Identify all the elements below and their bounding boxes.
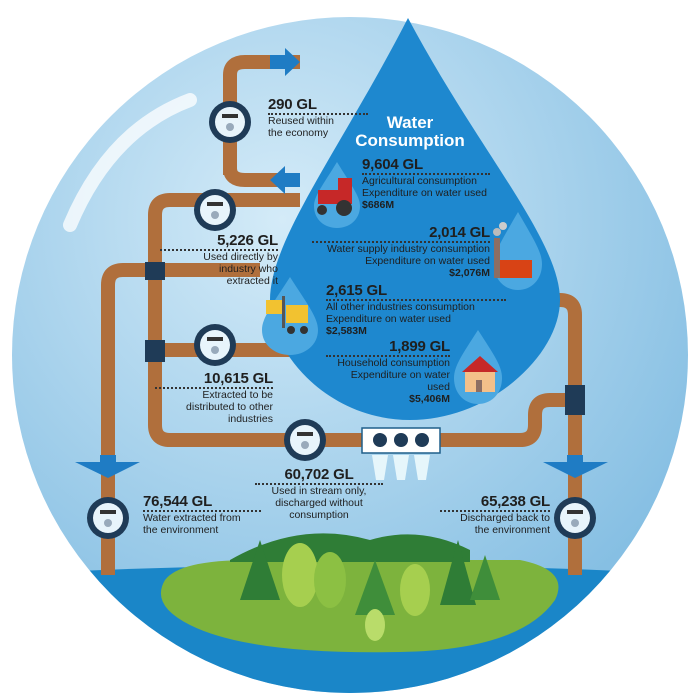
- direct-use-desc: Used directly by: [203, 251, 278, 263]
- reuse-desc: the economy: [268, 127, 329, 139]
- tree-icon: [240, 540, 280, 600]
- tree-icon: [314, 552, 346, 608]
- shine-highlight: [63, 93, 197, 232]
- water-meter-icon: [209, 101, 251, 143]
- pipe-direct-use: [148, 193, 300, 300]
- forklift-icon: [266, 296, 308, 334]
- pipe-extraction: [101, 263, 260, 575]
- agricultural-expenditure: $686M: [362, 199, 395, 211]
- distributed-desc: industries: [228, 413, 273, 425]
- water-meter-icon: [284, 419, 326, 461]
- instream-value: 60,702 GL: [255, 466, 383, 485]
- discharged-value: 65,238 GL: [440, 493, 550, 512]
- title-line-2: Consumption: [355, 131, 465, 150]
- extraction-arrow-icon: [75, 462, 140, 478]
- discharged-desc: Discharged back to: [460, 512, 550, 524]
- other-industries-desc: All other industries consumption: [326, 301, 475, 313]
- agricultural-consumption-label: 9,604 GL Agricultural consumption Expend…: [362, 156, 490, 211]
- distributed-desc: distributed to other: [186, 401, 273, 413]
- water-supply-desc: Water supply industry consumption: [326, 243, 490, 255]
- pipe-instream: [148, 260, 565, 447]
- water-meter-icon: [194, 189, 236, 231]
- pipe-joint: [145, 262, 165, 280]
- water-meter-icon: [554, 497, 596, 539]
- discharged-label: 65,238 GL Discharged back to the environ…: [440, 493, 550, 536]
- discharged-desc: the environment: [474, 524, 550, 536]
- reuse-desc: Reused within: [268, 115, 334, 127]
- reuse-in-arrow-icon: [270, 166, 300, 194]
- other-industries-desc: Expenditure on water used: [326, 313, 451, 325]
- drop-title: Water Consumption: [335, 114, 485, 150]
- tree-icon: [400, 564, 430, 616]
- house-icon: [462, 356, 498, 392]
- instream-desc: discharged without: [275, 497, 363, 509]
- reuse-value: 290 GL: [268, 96, 368, 115]
- agricultural-desc: Agricultural consumption: [362, 175, 477, 187]
- instream-desc: consumption: [289, 509, 349, 521]
- instream-label: 60,702 GL Used in stream only, discharge…: [255, 466, 383, 521]
- distributed-label: 10,615 GL Extracted to be distributed to…: [155, 370, 273, 425]
- direct-use-desc: extracted it: [226, 275, 278, 287]
- reuse-label: 290 GL Reused within the economy: [268, 96, 368, 139]
- extracted-value: 76,544 GL: [143, 493, 261, 512]
- tree-icon: [282, 543, 318, 607]
- agricultural-value: 9,604 GL: [362, 156, 490, 175]
- dam-icon: [361, 427, 441, 480]
- extraction-arrow-stem: [100, 455, 116, 463]
- water-supply-value: 2,014 GL: [312, 224, 490, 243]
- other-industries-consumption-label: 2,615 GL All other industries consumptio…: [326, 282, 506, 337]
- factory-icon: [493, 222, 532, 278]
- water-supply-consumption-label: 2,014 GL Water supply industry consumpti…: [312, 224, 490, 279]
- distributed-value: 10,615 GL: [155, 370, 273, 389]
- reuse-out-arrow-icon: [270, 48, 300, 76]
- tree-icon: [365, 609, 385, 641]
- instream-desc: Used in stream only,: [271, 485, 367, 497]
- water-meter-icon: [87, 497, 129, 539]
- tractor-icon: [317, 178, 352, 216]
- tree-icon: [440, 540, 476, 605]
- pipe-discharge: [500, 293, 582, 575]
- water-supply-expenditure: $2,076M: [449, 267, 490, 279]
- direct-use-value: 5,226 GL: [160, 232, 278, 251]
- extracted-label: 76,544 GL Water extracted from the envir…: [143, 493, 261, 536]
- agricultural-desc: Expenditure on water used: [362, 187, 487, 199]
- pipe-reuse-bottom: [223, 125, 300, 187]
- title-line-1: Water: [386, 113, 434, 132]
- household-expenditure: $5,406M: [409, 393, 450, 405]
- direct-use-desc: industry who: [219, 263, 278, 275]
- pipe-joint: [565, 385, 585, 415]
- extracted-desc: Water extracted from: [143, 512, 241, 524]
- household-desc: Household consumption: [337, 357, 450, 369]
- pipe-reuse-top: [223, 55, 300, 175]
- household-consumption-label: 1,899 GL Household consumption Expenditu…: [326, 338, 450, 405]
- distributed-desc: Extracted to be: [202, 389, 273, 401]
- direct-use-label: 5,226 GL Used directly by industry who e…: [160, 232, 278, 287]
- household-value: 1,899 GL: [326, 338, 450, 357]
- tree-icon: [470, 555, 500, 600]
- discharge-arrow-stem: [567, 455, 583, 463]
- tree-icon-group: [240, 540, 500, 641]
- extracted-desc: the environment: [143, 524, 219, 536]
- tree-icon: [355, 560, 395, 615]
- other-industries-value: 2,615 GL: [326, 282, 506, 301]
- other-industries-expenditure: $2,583M: [326, 325, 367, 337]
- household-desc: Expenditure on water used: [350, 369, 450, 393]
- water-meter-icon: [194, 324, 236, 366]
- water-drop-shape: [270, 18, 560, 420]
- water-supply-desc: Expenditure on water used: [365, 255, 490, 267]
- discharge-arrow-icon: [543, 462, 608, 478]
- pipe-joint: [145, 340, 165, 362]
